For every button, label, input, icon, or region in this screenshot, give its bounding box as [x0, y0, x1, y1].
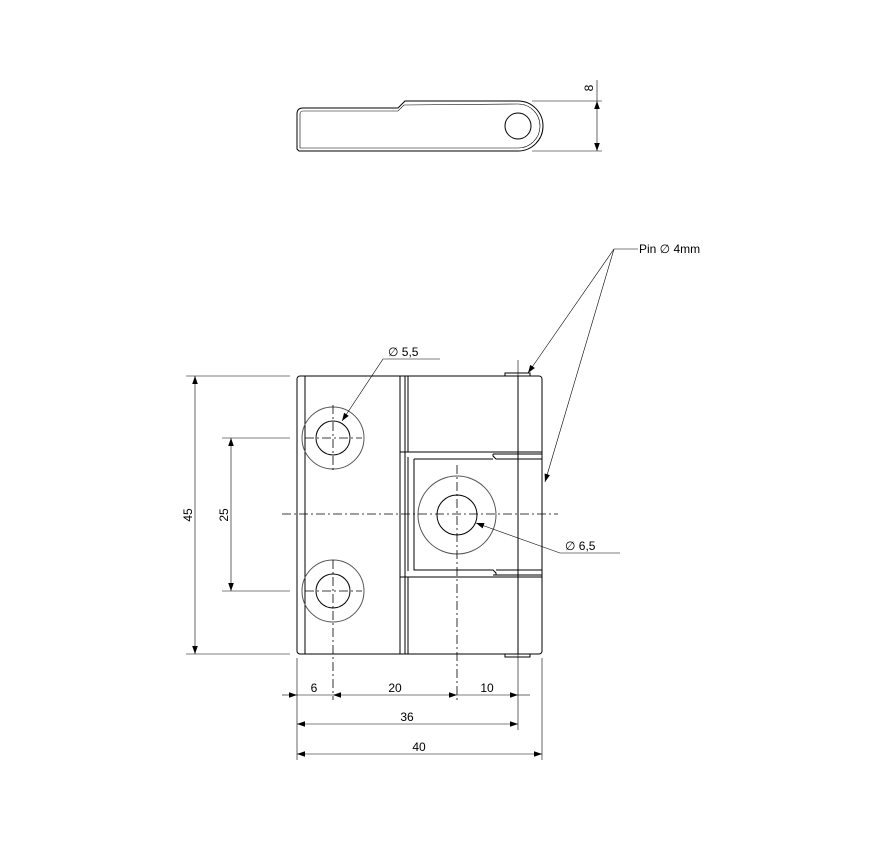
height-total-dim: 45: [181, 508, 195, 522]
pin-note: Pin ∅ 4mm: [639, 242, 700, 256]
width-total-dim: 40: [412, 740, 426, 754]
hole-center-note: ∅ 6,5: [565, 539, 596, 553]
dim-hole-to-center: 20: [388, 681, 402, 695]
top-view: 8: [296, 80, 602, 152]
pin-hole: [504, 112, 532, 140]
hole-spacing-dim: 25: [217, 508, 231, 522]
hole-small-note: ∅ 5,5: [388, 345, 419, 359]
dim-to-pin: 36: [400, 710, 414, 724]
thickness-dim: 8: [582, 84, 596, 91]
front-view: 45 25 6 20 10 36 40 ∅ 5,5 ∅ 6,5 Pin ∅ 4m…: [181, 242, 700, 760]
dim-center-to-pin: 10: [480, 681, 494, 695]
dim-edge-to-hole: 6: [311, 681, 318, 695]
